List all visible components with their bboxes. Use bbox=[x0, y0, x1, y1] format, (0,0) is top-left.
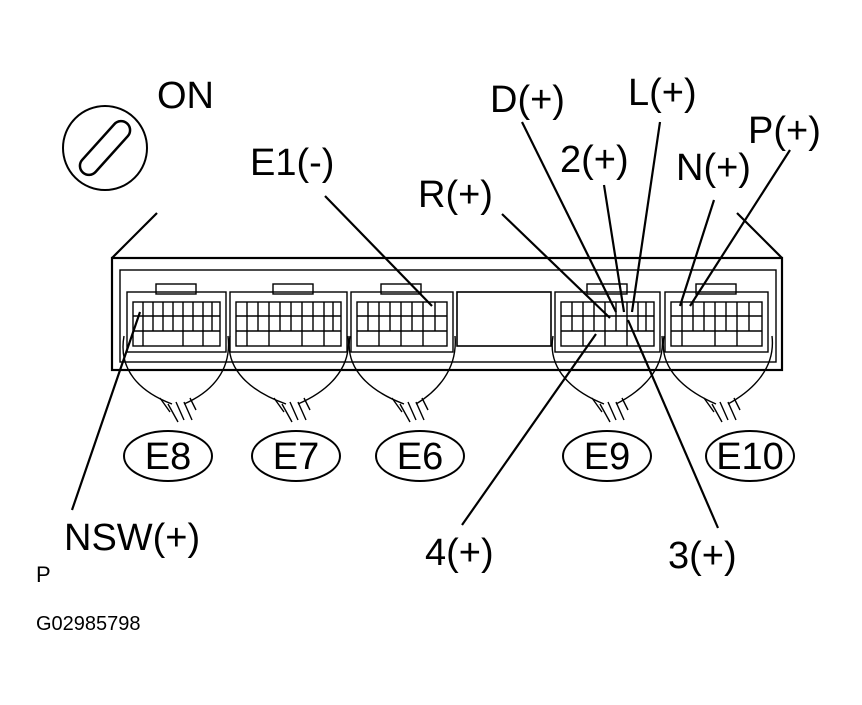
connector-e9: E9 bbox=[562, 430, 652, 482]
ignition-key-icon bbox=[62, 105, 148, 191]
terminal-nsw-label: NSW(+) bbox=[64, 517, 200, 559]
leader-e1 bbox=[324, 195, 433, 307]
leader-n bbox=[678, 199, 716, 307]
connector-e9-label: E9 bbox=[584, 436, 630, 478]
terminal-d-label: D(+) bbox=[490, 79, 565, 121]
connector-e7-label: E7 bbox=[273, 436, 319, 478]
leader-nsw bbox=[70, 311, 142, 511]
connector-e7: E7 bbox=[251, 430, 341, 482]
position-label: P bbox=[36, 562, 51, 587]
terminal-four-label: 4(+) bbox=[425, 532, 494, 574]
connector-e10-label: E10 bbox=[716, 436, 784, 478]
leader-l bbox=[630, 121, 662, 313]
connector-e6-label: E6 bbox=[397, 436, 443, 478]
leader-lines bbox=[70, 121, 791, 529]
leader-p bbox=[689, 149, 791, 307]
leader-two bbox=[602, 184, 626, 313]
terminal-two-label: 2(+) bbox=[560, 139, 629, 181]
terminal-p-label: P(+) bbox=[748, 110, 821, 152]
connector-e10: E10 bbox=[705, 430, 795, 482]
connector-e8-label: E8 bbox=[145, 436, 191, 478]
connector-block-e6 bbox=[350, 283, 454, 353]
connector-e6: E6 bbox=[375, 430, 465, 482]
terminal-r-label: R(+) bbox=[418, 174, 493, 216]
figure-code: G02985798 bbox=[36, 613, 141, 635]
leader-r bbox=[501, 213, 611, 319]
connector-e8: E8 bbox=[123, 430, 213, 482]
leader-four bbox=[461, 333, 597, 526]
connector-block-e7 bbox=[229, 283, 348, 353]
terminal-e1-label: E1(-) bbox=[250, 142, 334, 184]
leader-three bbox=[626, 319, 720, 529]
connector-block-e8 bbox=[126, 283, 227, 353]
terminal-l-label: L(+) bbox=[628, 72, 697, 114]
wire-harness-e6 bbox=[348, 335, 456, 423]
connector-block-e9 bbox=[554, 283, 661, 353]
connector-block-e10 bbox=[664, 283, 769, 353]
terminal-three-label: 3(+) bbox=[668, 535, 737, 577]
wire-harness-e7 bbox=[228, 335, 350, 423]
ignition-on-label: ON bbox=[157, 75, 214, 117]
wire-harness-e10 bbox=[662, 335, 774, 423]
terminal-n-label: N(+) bbox=[676, 147, 751, 189]
leader-d bbox=[521, 121, 617, 313]
